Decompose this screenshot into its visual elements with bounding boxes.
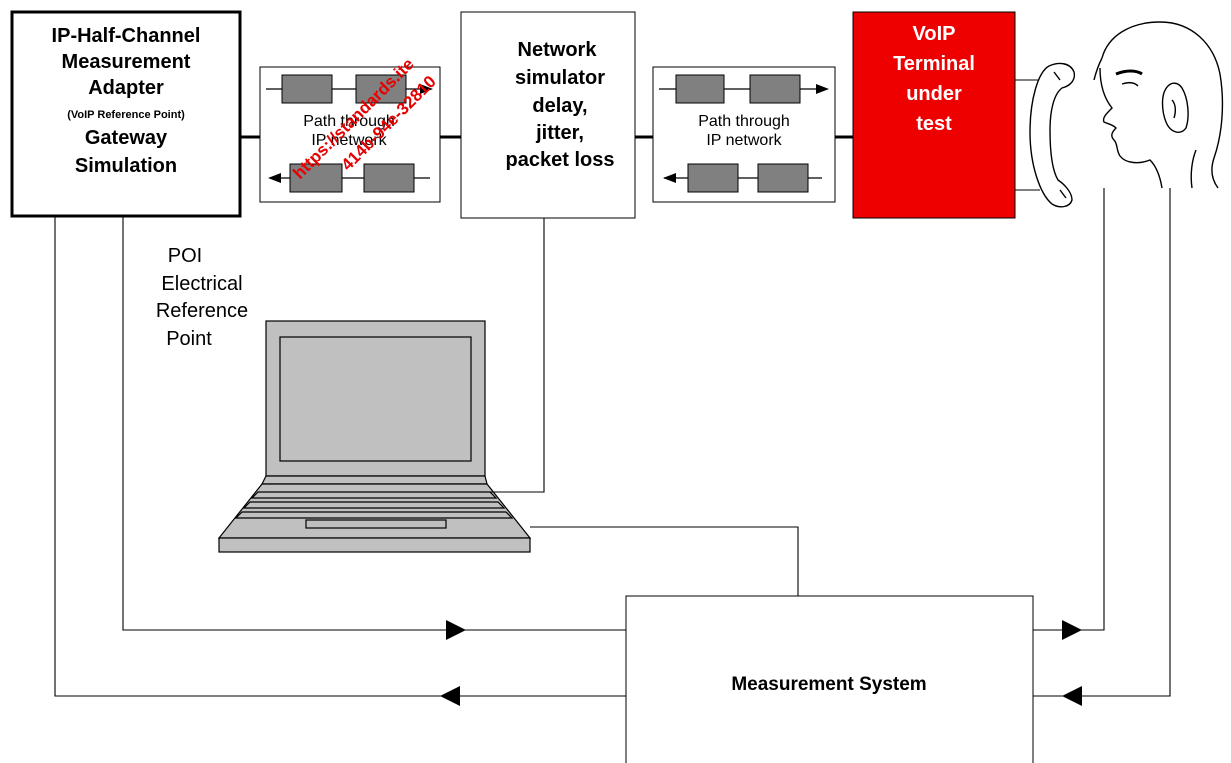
arrow-left-icon [268, 173, 281, 183]
arrow-left-icon [440, 686, 460, 706]
telephone-handset-icon [1029, 62, 1076, 208]
network-simulator-line3: delay, [532, 95, 587, 117]
path-right-forward-flow [659, 74, 829, 104]
adapter-line4: (VoIP Reference Point) [67, 109, 185, 121]
measurement-system-label: Measurement System [731, 674, 926, 695]
path-left-line2: IP network [311, 132, 387, 149]
path-right-line2: IP network [706, 132, 782, 149]
voip-terminal-line2: Terminal [893, 53, 975, 75]
person-head-icon [1093, 21, 1224, 189]
path-left-return-flow [268, 163, 430, 193]
network-simulator-block: Network simulator delay, jitter, packet … [460, 11, 636, 219]
path-left-block: Path through IP network [259, 66, 441, 203]
voip-terminal-block: VoIP Terminal under test [852, 11, 1016, 219]
wiring-arrows [440, 620, 1082, 706]
path-left-forward-flow [266, 74, 433, 104]
handset-cords [1015, 79, 1042, 191]
path-left-line1: Path through [303, 113, 395, 130]
network-simulator-line4: jitter, [535, 122, 584, 144]
voip-terminal-line1: VoIP [913, 23, 956, 45]
poi-line4: Point [166, 328, 212, 350]
arrow-right-icon [1062, 620, 1082, 640]
adapter-line5: Gateway [85, 127, 168, 149]
adapter-line6: Simulation [75, 155, 177, 177]
poi-line2: Electrical [161, 273, 242, 295]
poi-label: POI Electrical Reference Point [156, 245, 248, 350]
arrow-right-icon [446, 620, 466, 640]
arrow-right-icon [420, 84, 433, 94]
poi-line1: POI [168, 245, 202, 267]
voip-terminal-line4: test [916, 113, 952, 135]
laptop-icon [217, 320, 532, 553]
measurement-system-block: Measurement System [625, 595, 1034, 763]
poi-line3: Reference [156, 300, 248, 322]
adapter-line1: IP-Half-Channel [52, 25, 201, 47]
adapter-line2: Measurement [62, 51, 191, 73]
arrow-right-icon [816, 84, 829, 94]
arrow-left-icon [663, 173, 676, 183]
adapter-line3: Adapter [88, 77, 164, 99]
network-simulator-line2: simulator [515, 67, 605, 89]
adapter-block: IP-Half-Channel Measurement Adapter (VoI… [10, 10, 242, 218]
network-simulator-line1: Network [518, 39, 598, 61]
voip-terminal-line3: under [906, 83, 962, 105]
path-right-block: Path through IP network [652, 66, 836, 203]
arrow-left-icon [1062, 686, 1082, 706]
network-simulator-line5: packet loss [506, 149, 615, 171]
path-right-return-flow [663, 163, 822, 193]
path-right-line1: Path through [698, 113, 790, 130]
